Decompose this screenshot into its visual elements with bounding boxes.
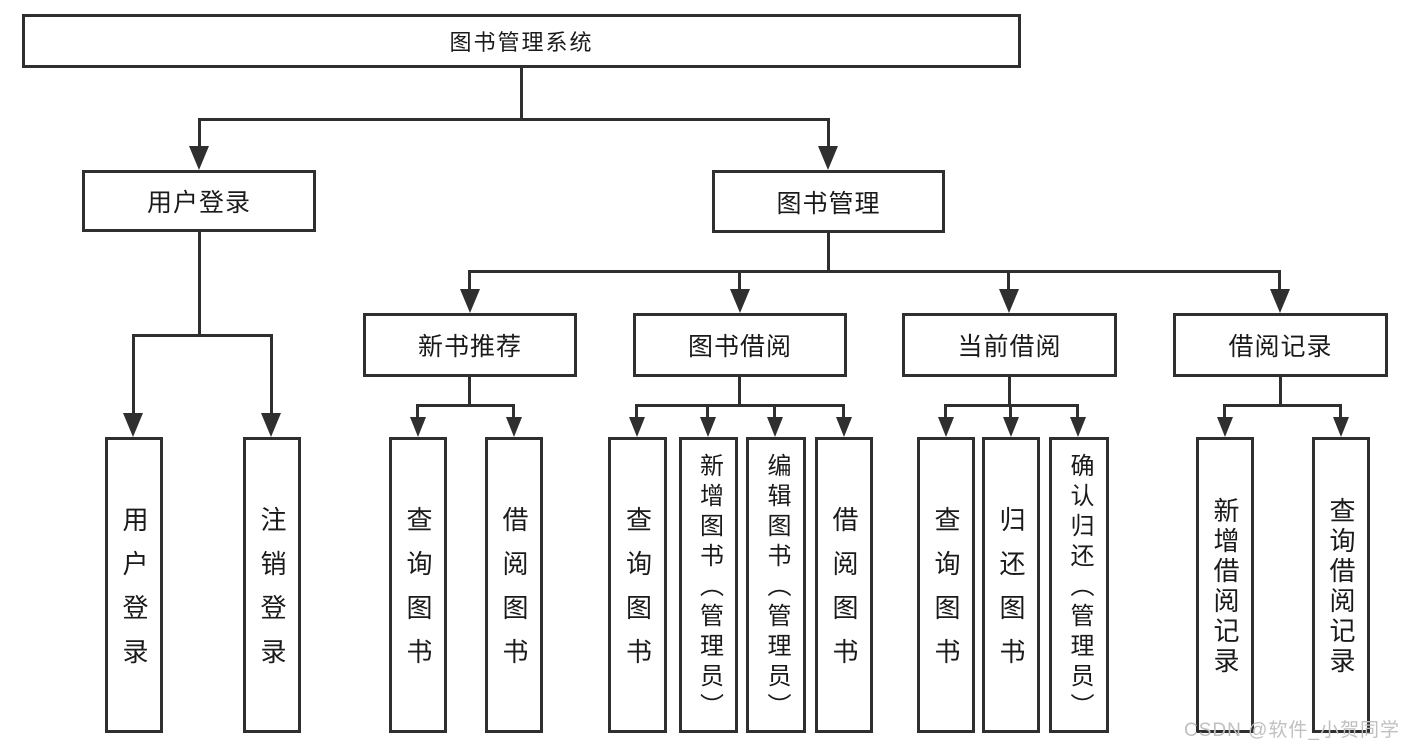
connector-level2-rail [468,270,1281,273]
connector-to-user-login [198,118,201,148]
connector-leaf [706,404,709,419]
leaf-add-book-admin: 新增图书（管理员） [679,437,738,733]
connector-to-book-borrowing [738,270,741,292]
arrowhead-down-icon [410,417,426,437]
connector-user-login-rail [132,334,273,337]
connector-level1-rail [198,118,830,121]
connector-leaf [842,404,845,419]
arrowhead-down-icon [818,146,838,170]
arrowhead-down-icon [1217,417,1233,437]
node-user-login: 用户登录 [82,170,316,232]
connector-new-book-rail [416,404,515,407]
leaf-user-login: 用户登录 [105,437,163,733]
leaf-borrow-books-recommend: 借阅图书 [485,437,543,733]
leaf-query-borrowing-record: 查询借阅记录 [1312,437,1370,733]
connector-leaf [773,404,776,419]
connector-leaf [635,404,638,419]
node-book-borrowing: 图书借阅 [633,313,847,377]
connector-leaf [1223,404,1226,419]
connector-to-new-book-recommendation [468,270,471,292]
leaf-return-books: 归还图书 [982,437,1040,733]
node-library-management-system: 图书管理系统 [22,14,1021,68]
connector-to-book-management [827,118,830,148]
connector-book-borrowing-rail [635,404,845,407]
arrowhead-down-icon [700,417,716,437]
leaf-logout: 注销登录 [243,437,301,733]
node-borrowing-records: 借阅记录 [1173,313,1388,377]
connector-leaf [1339,404,1342,419]
csdn-watermark: CSDN @软件_小贺同学 [1184,720,1400,741]
leaf-query-books-recommend: 查询图书 [389,437,447,733]
arrowhead-down-icon [1270,289,1290,313]
arrowhead-down-icon [836,417,852,437]
arrowhead-down-icon [999,289,1019,313]
connector-to-borrowing-records [1278,270,1281,292]
connector-current-borrowing-stub [1008,377,1011,407]
arrowhead-down-icon [261,413,281,437]
leaf-query-books-borrowing: 查询图书 [608,437,667,733]
leaf-edit-book-admin: 编辑图书（管理员） [746,437,806,733]
connector-borrowing-records-rail [1223,404,1342,407]
connector-to-current-borrowing [1007,270,1010,292]
connector-to-leaf-user-login [132,334,135,416]
arrowhead-down-icon [1333,417,1349,437]
connector-user-login-stub [198,232,201,337]
connector-new-book-stub [468,377,471,407]
node-current-borrowing: 当前借阅 [902,313,1117,377]
connector-leaf [944,404,947,419]
node-book-management: 图书管理 [712,170,945,233]
connector-book-borrowing-stub [738,377,741,407]
connector-root-stub [520,68,523,121]
connector-borrowing-records-stub [1279,377,1282,407]
node-new-book-recommendation: 新书推荐 [363,313,577,377]
arrowhead-down-icon [189,146,209,170]
arrowhead-down-icon [1070,417,1086,437]
connector-leaf [1009,404,1012,419]
arrowhead-down-icon [730,289,750,313]
leaf-borrow-books-borrowing: 借阅图书 [815,437,873,733]
leaf-add-borrowing-record: 新增借阅记录 [1196,437,1254,733]
connector-leaf [512,404,515,419]
connector-book-management-stub [827,233,830,273]
connector-to-leaf-logout [270,334,273,416]
arrowhead-down-icon [123,413,143,437]
arrowhead-down-icon [629,417,645,437]
leaf-confirm-return-admin: 确认归还（管理员） [1049,437,1109,733]
arrowhead-down-icon [938,417,954,437]
arrowhead-down-icon [460,289,480,313]
connector-leaf [416,404,419,419]
connector-leaf [1076,404,1079,419]
leaf-query-books-current: 查询图书 [917,437,975,733]
arrowhead-down-icon [1003,417,1019,437]
arrowhead-down-icon [767,417,783,437]
arrowhead-down-icon [506,417,522,437]
